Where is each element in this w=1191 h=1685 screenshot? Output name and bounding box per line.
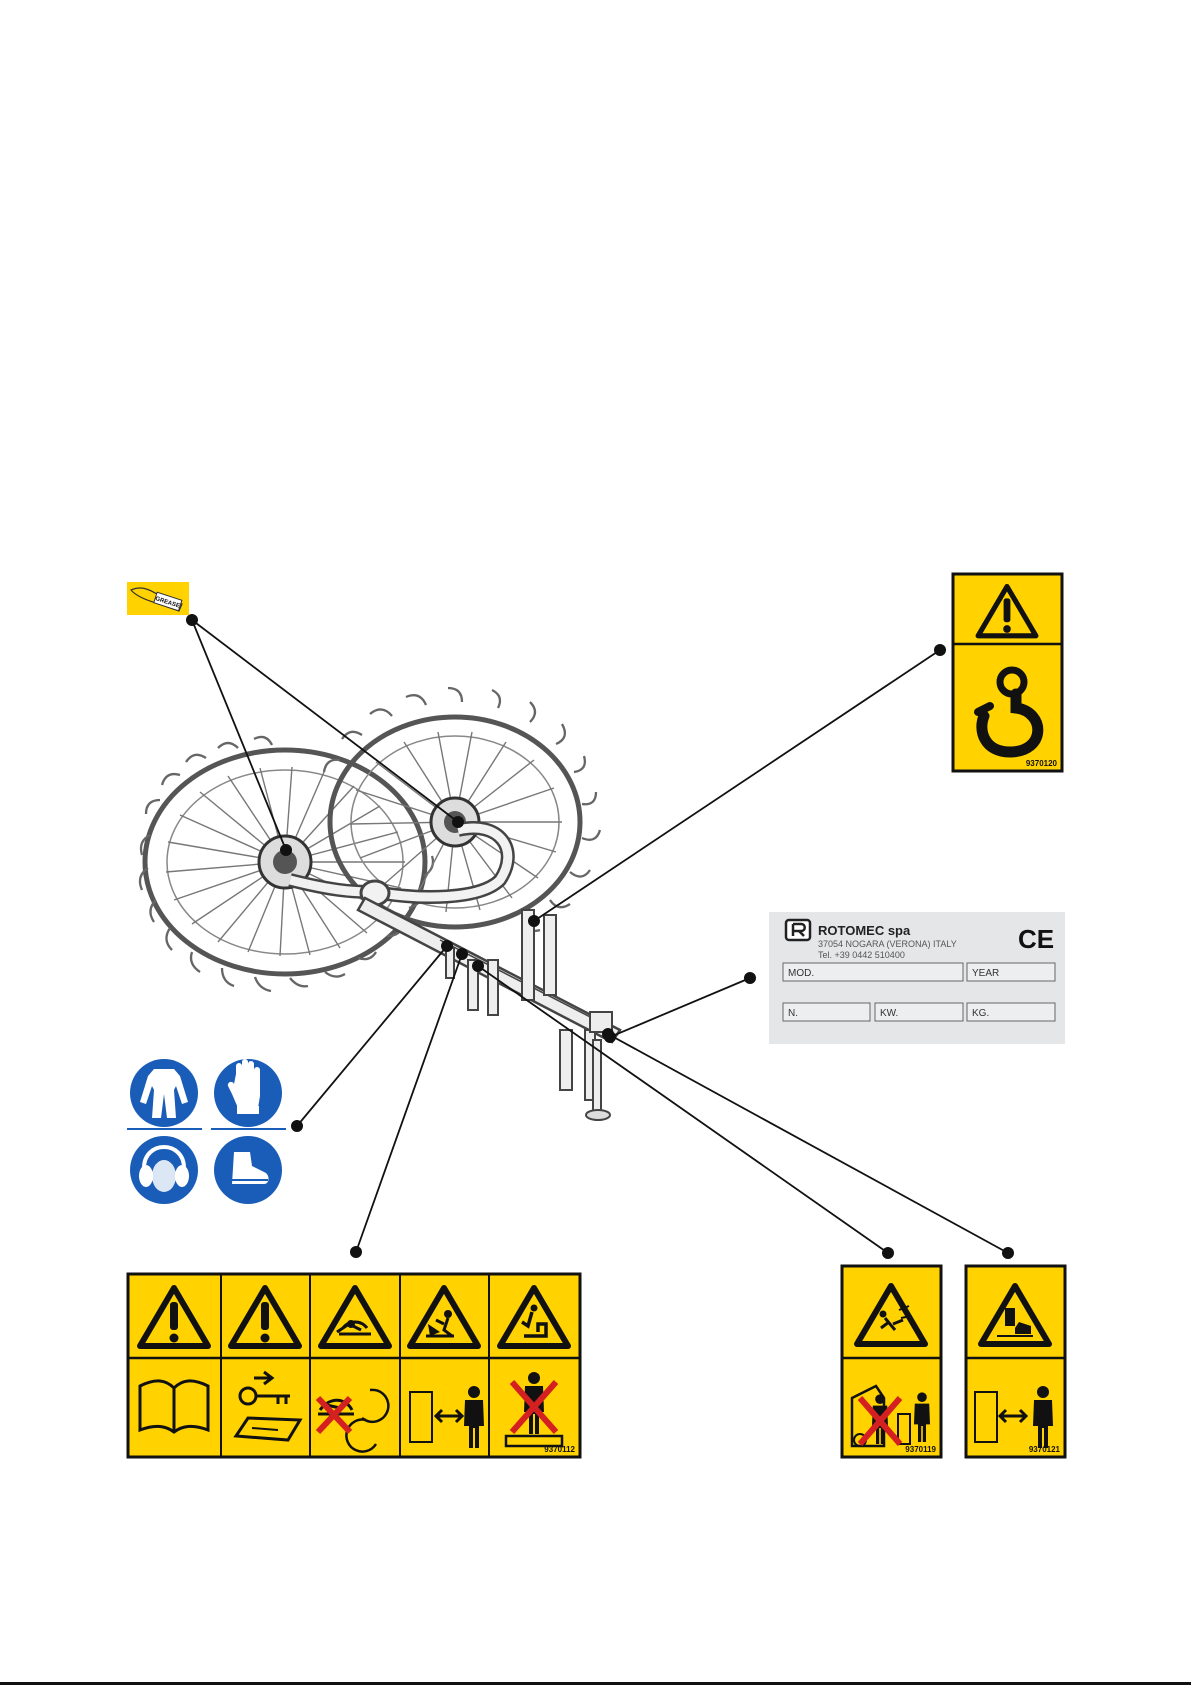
field-model-label: MOD. [788,968,814,979]
id-plate: ROTOMEC spa 37054 NOGARA (VERONA) ITALY … [769,912,1065,1044]
hook-sign-code: 9370120 [1026,759,1058,768]
gloves-icon [214,1059,282,1127]
overalls-icon [130,1059,198,1127]
ppe-signs [127,1059,286,1204]
field-number-label: N. [788,1008,798,1019]
company-name: ROTOMEC spa [818,923,911,938]
strip-code: 9370112 [544,1445,575,1454]
grease-label: GREASE [127,582,189,615]
company-phone: Tel. +39 0442 510400 [818,950,905,960]
foot-sign-code: 9370121 [1029,1445,1061,1454]
rotomec-logo [786,920,810,940]
hook-warning-sign: 9370120 [953,574,1062,771]
hay-rake-illustration [140,688,620,1120]
crush-warning-sign: 9370119 [842,1266,941,1457]
company-address: 37054 NOGARA (VERONA) ITALY [818,939,957,949]
crush-sign-code: 9370119 [905,1445,936,1454]
safety-boots-icon [214,1136,282,1204]
field-year-label: YEAR [972,968,999,979]
field-kg-label: KG. [972,1008,989,1019]
foot-crush-warning-sign: 9370121 [966,1266,1065,1457]
rake-wheel-left [140,737,433,991]
ear-protection-icon [130,1136,198,1204]
field-kw-label: KW. [880,1008,898,1019]
safety-decal-strip: 9370112 [128,1274,580,1457]
ce-mark: CE [1018,924,1054,954]
